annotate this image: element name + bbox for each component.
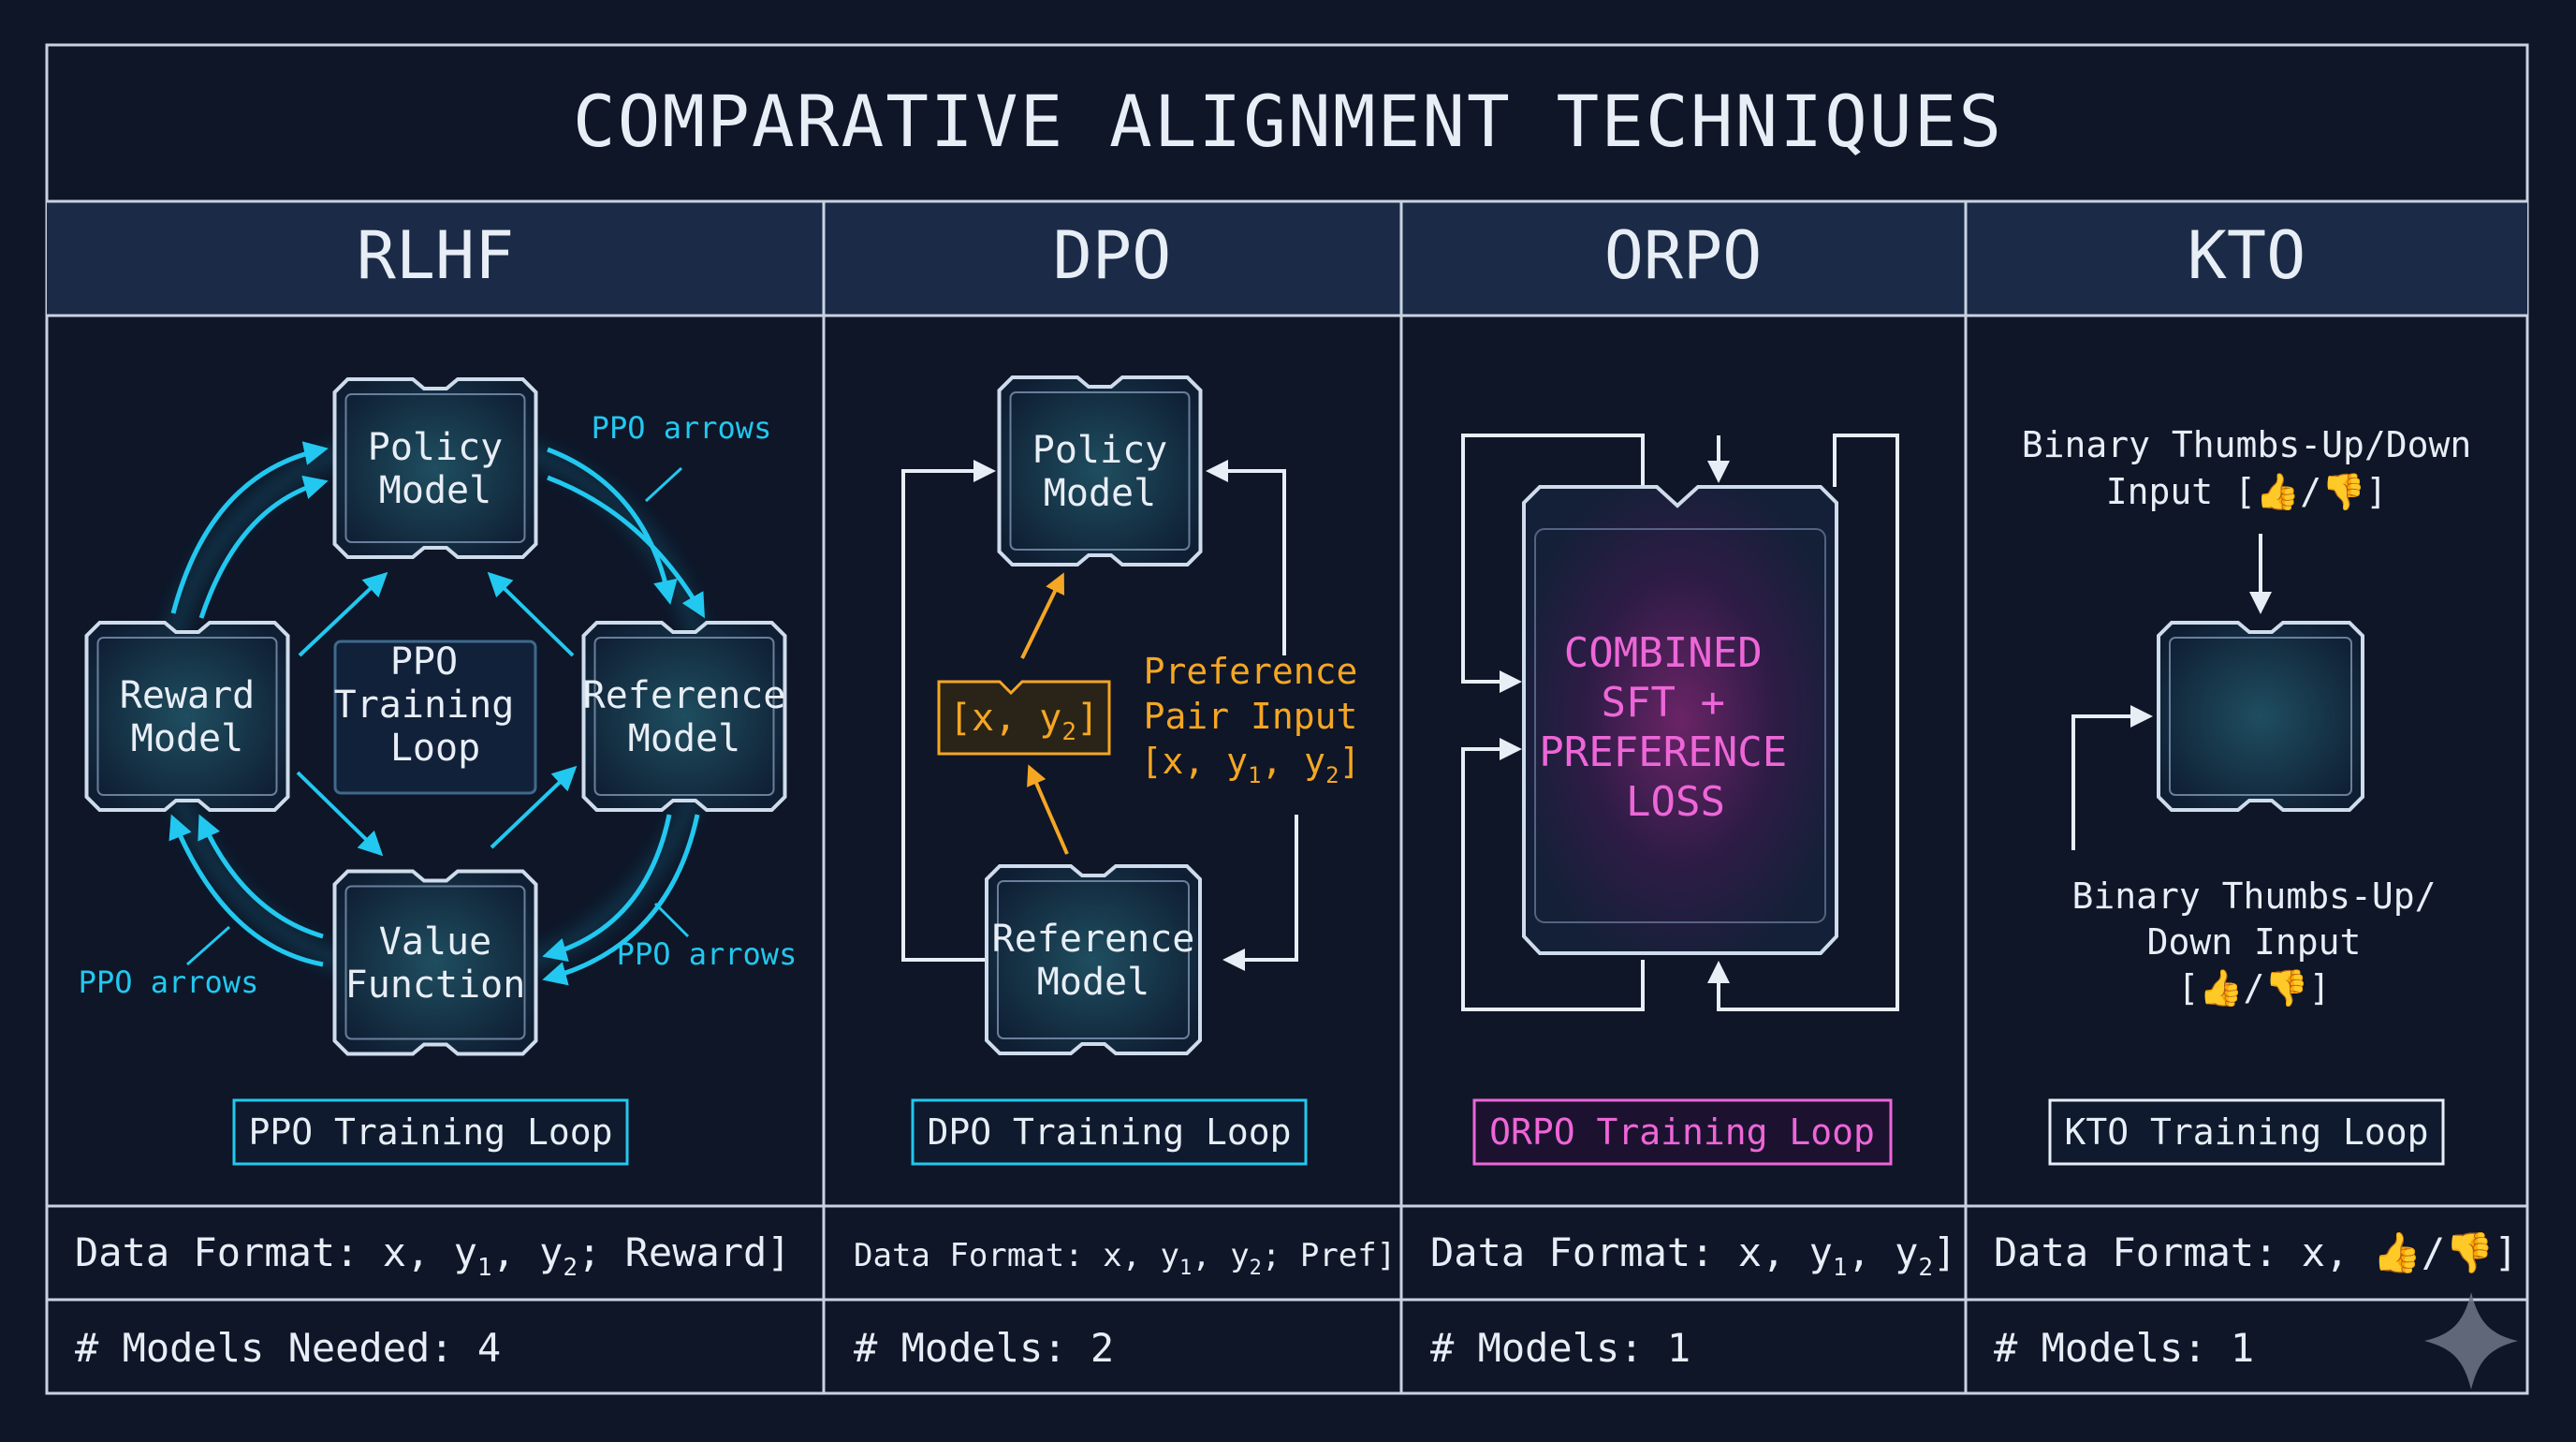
column-header-dpo: DPO [1053, 217, 1171, 294]
ppo-arrows-label-right: PPO arrows [617, 936, 798, 972]
kto-models: # Models: 1 [1994, 1325, 2254, 1371]
models-row: # Models Needed: 4 # Models: 2 # Models:… [75, 1325, 2254, 1371]
kto-top-label-line1: Binary Thumbs-Up/Down [2022, 424, 2471, 465]
rlhf-caption: PPO Training Loop [249, 1111, 613, 1153]
kto-data-format: Data Format: x, 👍/👎] [1994, 1229, 2518, 1275]
outer-frame [45, 43, 2529, 1395]
preference-label-line1: Preference [1144, 651, 1358, 692]
rlhf-models: # Models Needed: 4 [75, 1325, 501, 1371]
kto-model-node [2157, 621, 2364, 812]
kto-caption-box [2048, 1098, 2445, 1166]
pair-input-chip [937, 680, 1111, 756]
rlhf-data-format: Data Format: x, y1, y2; Reward] [75, 1229, 791, 1282]
rlhf-center-label: PPO Training Loop [334, 640, 537, 770]
rlhf-caption-box [232, 1098, 629, 1166]
sparkle-icon [2424, 1292, 2518, 1390]
column-header-kto: KTO [2188, 217, 2305, 294]
preference-label-line2: Pair Input [1144, 696, 1358, 737]
header-band [47, 201, 2527, 316]
pair-chip-text: [x, y2] [949, 697, 1099, 746]
orpo-caption-box [1472, 1098, 1893, 1166]
dpo-data-format: Data Format: x, y1, y2; Pref] [854, 1237, 1396, 1280]
data-format-row: Data Format: x, y1, y2; Reward] Data For… [75, 1229, 2518, 1282]
orpo-data-format: Data Format: x, y1, y2] [1430, 1229, 1956, 1282]
kto-diagram: Binary Thumbs-Up/Down Input [👍/👎] Binary… [2022, 424, 2471, 1008]
kto-top-label-line2: Input [👍/👎] [2106, 471, 2388, 512]
orpo-models: # Models: 1 [1430, 1325, 1690, 1371]
dpo-models: # Models: 2 [854, 1325, 1114, 1371]
kto-bottom-label-line1: Binary Thumbs-Up/ [2072, 876, 2437, 917]
kto-bottom-label-line3: [👍/👎] [2177, 967, 2330, 1008]
orpo-diagram: COMBINED SFT + PREFERENCE LOSS [1461, 434, 1899, 1011]
column-header-orpo: ORPO [1604, 217, 1763, 294]
dpo-caption-box [911, 1098, 1308, 1166]
column-header-rlhf: RLHF [357, 217, 515, 294]
preference-label-line3: [x, y1, y2] [1141, 741, 1361, 788]
dpo-diagram: [x, y2] Preference Pair Input [x, y1, y2… [901, 460, 1361, 971]
orpo-caption: ORPO Training Loop [1489, 1111, 1875, 1153]
captions: PPO Training Loop DPO Training Loop ORPO… [232, 1098, 2445, 1166]
kto-bottom-label-line2: Down Input [2147, 921, 2362, 963]
ppo-arrows-label-top: PPO arrows [592, 410, 772, 446]
orpo-core-label: COMBINED SFT + PREFERENCE LOSS [1539, 629, 1811, 826]
ppo-loop-box [333, 640, 537, 795]
page-title: COMPARATIVE ALIGNMENT TECHNIQUES [573, 80, 2003, 163]
ppo-arrows-label-left: PPO arrows [79, 964, 259, 1000]
orpo-core-box [1522, 485, 1838, 955]
dpo-caption: DPO Training Loop [928, 1111, 1292, 1153]
kto-caption: KTO Training Loop [2065, 1111, 2429, 1153]
